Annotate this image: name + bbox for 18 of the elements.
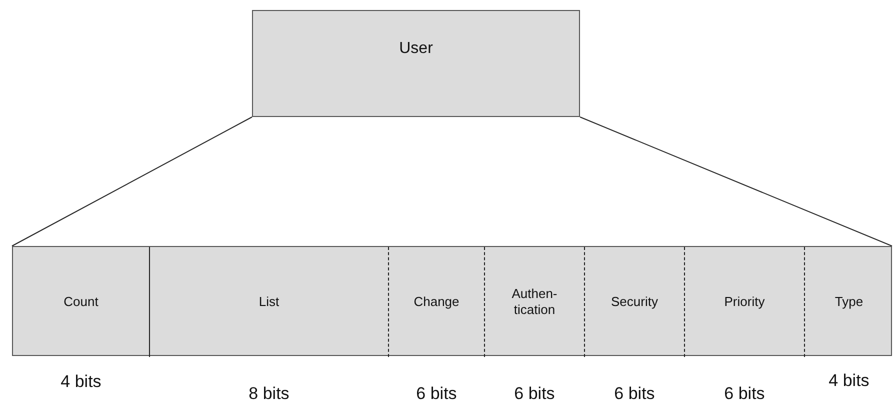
field-label: Type: [834, 294, 864, 310]
field-label: Priority: [724, 294, 765, 310]
field-label: Change: [414, 294, 460, 310]
bit-width-label: 6 bits: [416, 384, 457, 404]
field-label: Security: [611, 294, 658, 310]
entity-label: User: [399, 39, 433, 59]
entity-box: [252, 10, 580, 117]
bit-width-label: 4 bits: [60, 372, 102, 392]
bit-width-label: 4 bits: [828, 371, 870, 391]
zoom-line: [580, 116, 892, 246]
zoom-line: [12, 116, 252, 246]
bit-width-label: 6 bits: [724, 384, 765, 404]
bit-width-label: 6 bits: [514, 384, 555, 404]
field-label: Authen- tication: [510, 286, 558, 318]
bit-width-label: 6 bits: [614, 384, 655, 404]
bit-width-label: 8 bits: [248, 384, 290, 404]
field-label: List: [258, 294, 280, 310]
field-label: Count: [64, 294, 98, 310]
